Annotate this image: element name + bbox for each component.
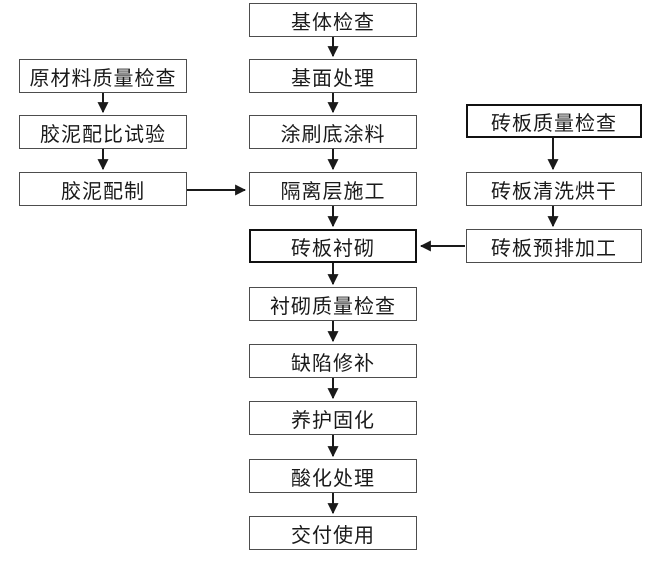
node-isolation-layer: 隔离层施工 [249,172,417,206]
node-acid-treatment: 酸化处理 [249,459,417,493]
node-surface-preparation: 基面处理 [249,59,417,93]
node-substrate-inspection: 基体检查 [249,3,417,37]
node-mortar-ratio-test: 胶泥配比试验 [19,115,187,149]
node-defect-repair: 缺陷修补 [249,344,417,378]
node-brick-cleaning-drying: 砖板清洗烘干 [466,172,642,206]
node-curing: 养护固化 [249,401,417,435]
node-lining-quality-inspection: 衬砌质量检查 [249,287,417,321]
node-brick-quality-inspection: 砖板质量检查 [466,104,642,138]
node-delivery: 交付使用 [249,516,417,550]
node-raw-material-inspection: 原材料质量检查 [19,59,187,93]
node-mortar-preparation: 胶泥配制 [19,172,187,206]
node-brick-prearrangement: 砖板预排加工 [466,229,642,263]
node-primer-coating: 涂刷底涂料 [249,115,417,149]
node-brick-lining: 砖板衬砌 [249,229,417,263]
